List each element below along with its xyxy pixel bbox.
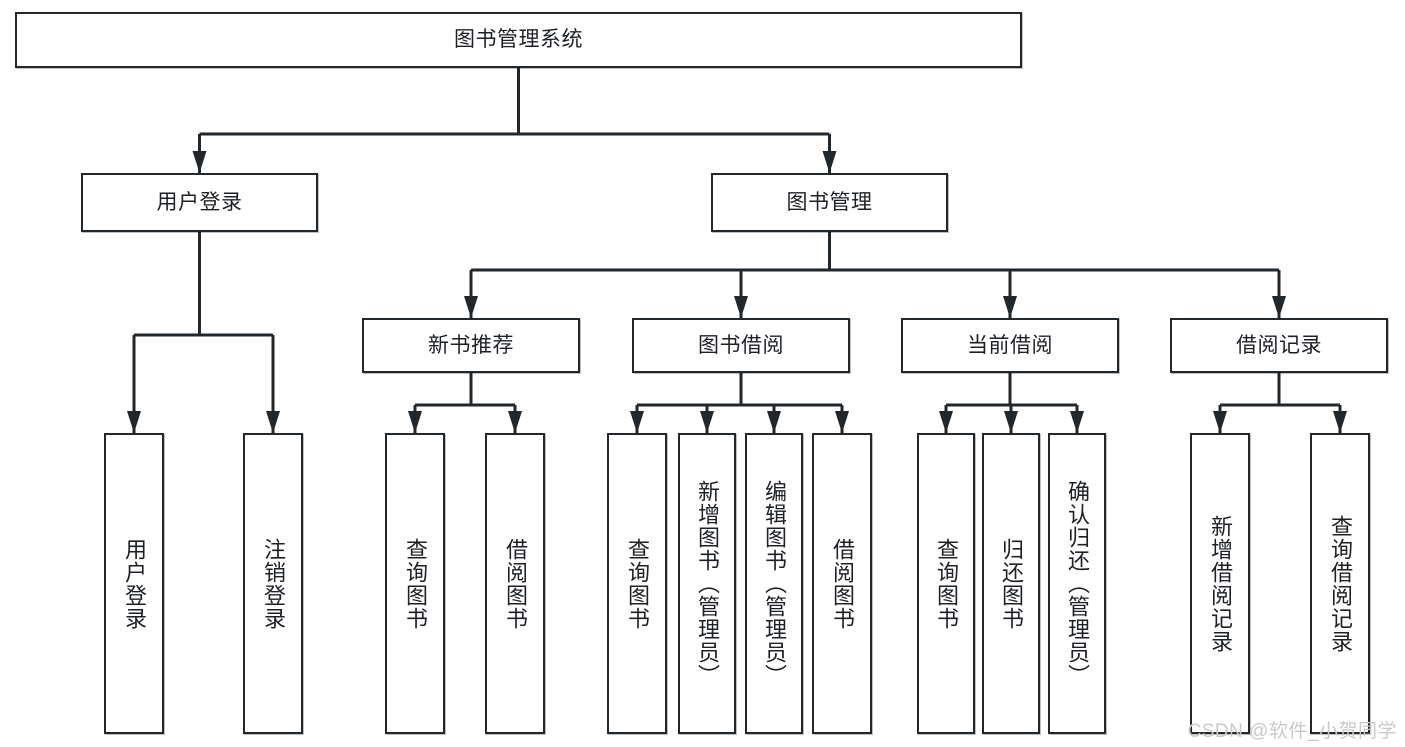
node-leaf-query-book[interactable]: 查询图书 [607, 433, 667, 734]
node-leaf-query-record[interactable]: 查询借阅记录 [1310, 433, 1370, 734]
node-label: 图书借阅 [698, 333, 784, 357]
node-label: 确认归还（管理员） [1064, 480, 1090, 687]
arrow-head-icon [1070, 411, 1084, 433]
node-label: 借阅图书 [829, 537, 855, 630]
node-label: 归还图书 [998, 537, 1024, 630]
node-label: 查询借阅记录 [1327, 514, 1353, 653]
node-borrow-record[interactable]: 借阅记录 [1170, 318, 1388, 373]
node-leaf-query-book-rec[interactable]: 查询图书 [385, 433, 445, 734]
arrow-head-icon [700, 411, 714, 433]
node-new-book-rec[interactable]: 新书推荐 [362, 318, 580, 373]
node-label: 查询图书 [402, 537, 428, 630]
node-label: 新书推荐 [428, 333, 514, 357]
node-label: 图书管理系统 [454, 28, 583, 52]
node-leaf-add-record[interactable]: 新增借阅记录 [1190, 433, 1250, 734]
node-label: 注销登录 [260, 537, 286, 630]
node-book-borrow[interactable]: 图书借阅 [632, 318, 850, 373]
node-leaf-edit-book[interactable]: 编辑图书（管理员） [745, 433, 803, 734]
arrow-head-icon [1004, 411, 1018, 433]
node-leaf-user-logout[interactable]: 注销登录 [243, 433, 303, 734]
arrow-head-icon [767, 411, 781, 433]
node-label: 用户登录 [121, 537, 147, 630]
node-label: 查询图书 [933, 537, 959, 630]
arrow-head-icon [1333, 411, 1347, 433]
node-label: 新增借阅记录 [1207, 514, 1233, 653]
node-user-login[interactable]: 用户登录 [81, 173, 318, 232]
node-leaf-borrow-book-rec[interactable]: 借阅图书 [485, 433, 545, 734]
node-root[interactable]: 图书管理系统 [15, 12, 1022, 68]
arrow-head-icon [1272, 296, 1286, 318]
arrow-head-icon [1003, 296, 1017, 318]
node-leaf-query-book-cur[interactable]: 查询图书 [917, 433, 975, 734]
node-label: 编辑图书（管理员） [761, 480, 787, 687]
arrow-head-icon [734, 296, 748, 318]
node-label: 图书管理 [786, 190, 873, 214]
arrow-head-icon [266, 411, 280, 433]
arrow-head-icon [630, 411, 644, 433]
arrow-head-icon [508, 411, 522, 433]
node-label: 借阅图书 [502, 537, 528, 630]
node-label: 当前借阅 [967, 333, 1053, 357]
arrow-head-icon [822, 151, 837, 173]
arrow-head-icon [835, 411, 849, 433]
node-label: 新增图书（管理员） [694, 480, 720, 687]
arrow-head-icon [939, 411, 953, 433]
node-leaf-add-book[interactable]: 新增图书（管理员） [678, 433, 736, 734]
node-label: 借阅记录 [1236, 333, 1322, 357]
node-leaf-user-login[interactable]: 用户登录 [104, 433, 164, 734]
node-current-borrow[interactable]: 当前借阅 [901, 318, 1119, 373]
watermark-text: CSDN @软件_小贺同学 [1187, 721, 1397, 742]
arrow-head-icon [127, 411, 141, 433]
node-leaf-return-book[interactable]: 归还图书 [982, 433, 1040, 734]
node-label: 用户登录 [156, 190, 243, 214]
arrow-head-icon [408, 411, 422, 433]
node-book-manage[interactable]: 图书管理 [711, 173, 948, 232]
node-label: 查询图书 [624, 537, 650, 630]
arrow-head-icon [1213, 411, 1227, 433]
node-leaf-confirm-return[interactable]: 确认归还（管理员） [1048, 433, 1106, 734]
arrow-head-icon [464, 296, 478, 318]
node-leaf-borrow-book[interactable]: 借阅图书 [812, 433, 872, 734]
arrow-head-icon [192, 151, 207, 173]
